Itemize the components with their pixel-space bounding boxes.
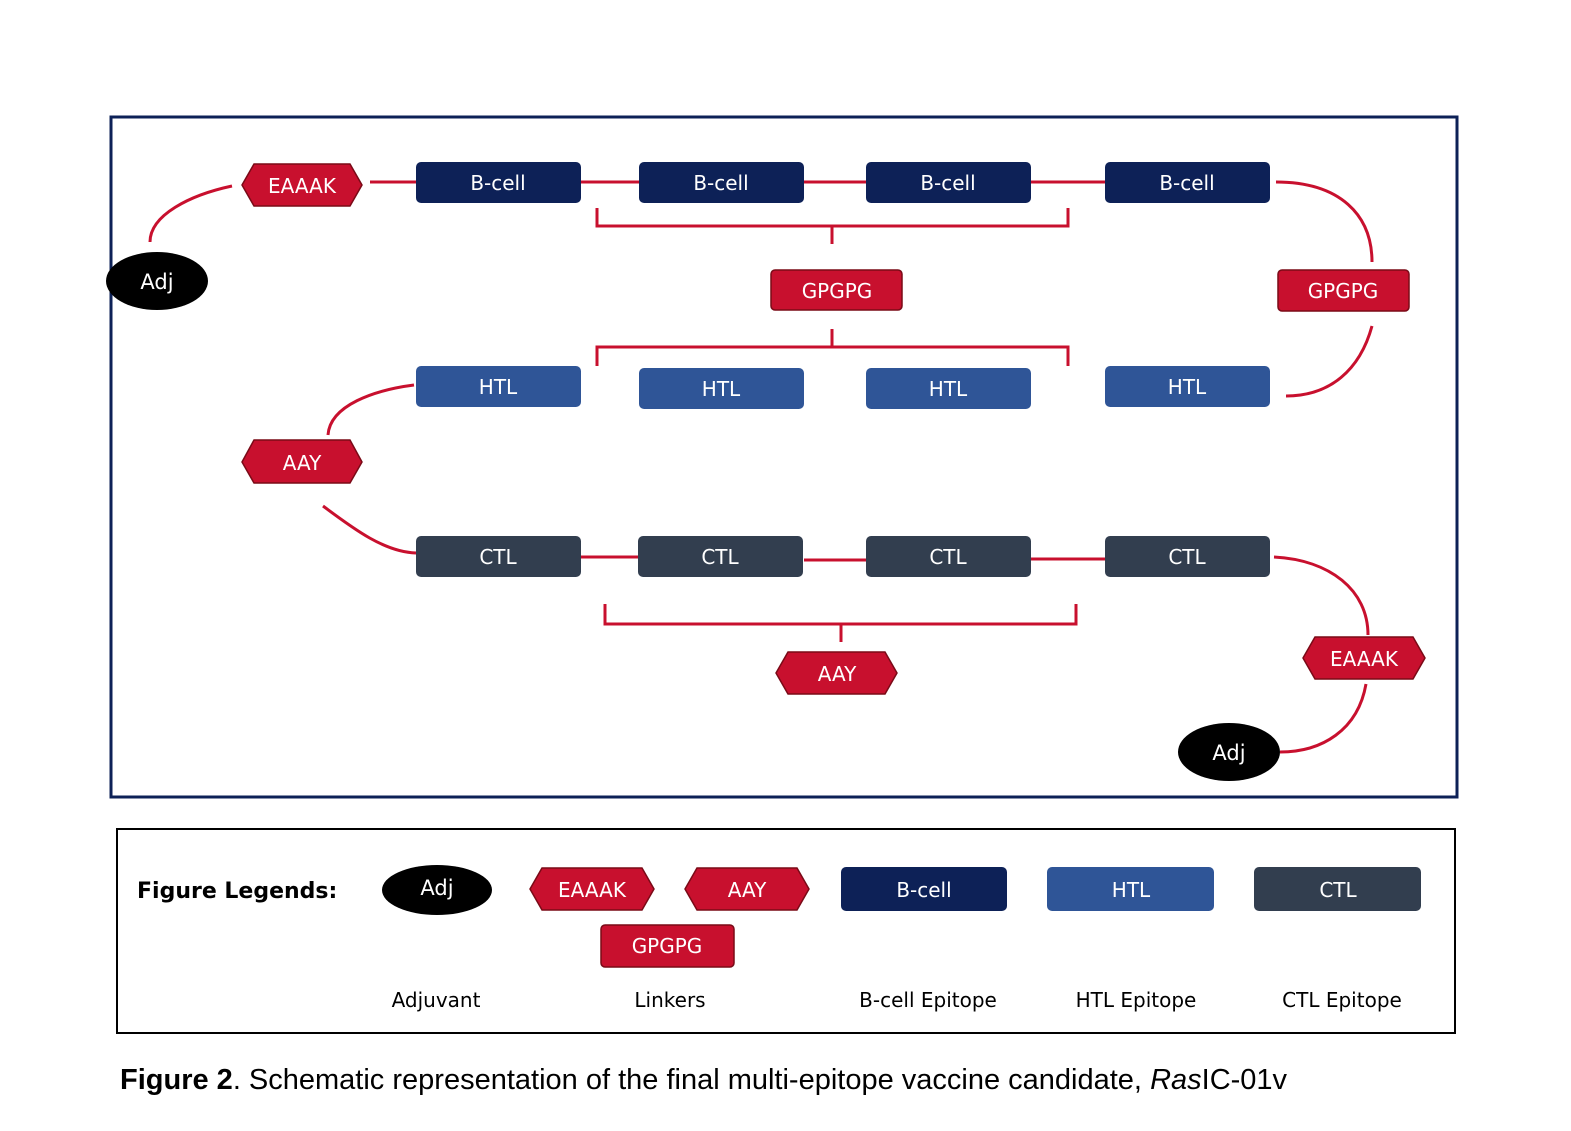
- legend-frame: [116, 828, 1456, 1034]
- htl-epitope-box: [416, 366, 581, 407]
- legend-htl-label: HTL: [1112, 878, 1151, 902]
- figure-caption: Figure 2. Schematic representation of th…: [120, 1064, 1520, 1097]
- bcell-epitope-box: [416, 162, 581, 203]
- htl-epitope-label: HTL: [479, 375, 518, 399]
- connector-adj-eaaak: [148, 184, 233, 243]
- legend-caption-bcell: B-cell Epitope: [859, 988, 997, 1012]
- legend-caption-adjuvant: Adjuvant: [392, 988, 481, 1012]
- linker-eaaak-end: EAAAK: [1302, 636, 1426, 680]
- htl-epitope-label: HTL: [1168, 375, 1207, 399]
- bcell-epitope-label: B-cell: [470, 171, 525, 195]
- figure-caption-text: . Schematic representation of the final …: [232, 1064, 1151, 1096]
- legend-gpgpg-label: GPGPG: [632, 934, 703, 958]
- linker-hexagon-icon: [241, 439, 363, 484]
- linker-label: AAY: [283, 451, 322, 475]
- legend-adjuvant-icon: [382, 865, 492, 915]
- connector-lines: [148, 180, 1374, 754]
- htl-epitope-label: HTL: [702, 377, 741, 401]
- ctl-row: CTL CTL CTL CTL: [416, 536, 1270, 577]
- connector-eaaak-adj: [1279, 683, 1368, 754]
- linker-aay-left: AAY: [241, 439, 363, 484]
- figure-caption-suffix: IC-01v: [1201, 1064, 1288, 1096]
- bcell-row: B-cell B-cell B-cell B-cell: [416, 162, 1270, 203]
- adjuvant-icon: [1178, 723, 1280, 781]
- ctl-epitope-box: [1105, 536, 1270, 577]
- bcell-epitope-label: B-cell: [920, 171, 975, 195]
- legend-ctl-label: CTL: [1319, 878, 1357, 902]
- linker-aay-center: AAY: [775, 651, 898, 695]
- legend-ctl-box: [1254, 867, 1421, 911]
- legend-caption-htl: HTL Epitope: [1076, 988, 1197, 1012]
- linker-eaaak-start: EAAAK: [241, 163, 363, 207]
- ctl-epitope-label: CTL: [701, 545, 739, 569]
- adjuvant-start: Adj: [106, 252, 208, 310]
- htl-row: HTL HTL HTL HTL: [416, 366, 1270, 409]
- ctl-epitope-label: CTL: [929, 545, 967, 569]
- adjuvant-label: Adj: [1212, 741, 1245, 765]
- legend-caption-ctl: CTL Epitope: [1282, 988, 1402, 1012]
- legend-bcell-box: [841, 867, 1007, 911]
- linker-label: GPGPG: [1308, 279, 1379, 303]
- htl-epitope-box: [639, 368, 804, 409]
- legend-eaaak-label: EAAAK: [558, 878, 627, 902]
- linker-rect-icon: [770, 269, 903, 311]
- linker-rect-icon: [1277, 269, 1410, 312]
- bcell-epitope-label: B-cell: [1159, 171, 1214, 195]
- linker-label: AAY: [818, 662, 857, 686]
- linker-label: EAAAK: [1330, 647, 1399, 671]
- bcell-epitope-box: [639, 162, 804, 203]
- figure-legend: Figure Legends: Adj EAAAK AAY GPGPG B-ce…: [116, 828, 1456, 1034]
- figure-caption-italic: Ras: [1150, 1064, 1202, 1096]
- legend-gpgpg-rect-icon: [600, 924, 735, 968]
- legend-title: Figure Legends:: [137, 879, 337, 904]
- connector-htl1-aay: [326, 383, 415, 436]
- bcell-epitope-box: [866, 162, 1031, 203]
- figure-caption-label: Figure 2: [120, 1064, 233, 1096]
- ctl-epitope-label: CTL: [479, 545, 517, 569]
- htl-epitope-label: HTL: [929, 377, 968, 401]
- bcell-epitope-box: [1105, 162, 1270, 203]
- legend-adj-label: Adj: [420, 876, 453, 900]
- linker-label: EAAAK: [268, 174, 337, 198]
- brace-bcell: [595, 208, 1070, 244]
- bcell-epitope-label: B-cell: [693, 171, 748, 195]
- linker-label: GPGPG: [802, 279, 873, 303]
- connector-aay-ctl1: [322, 504, 417, 555]
- adjuvant-icon: [106, 252, 208, 310]
- linker-hexagon-icon: [775, 651, 898, 695]
- linker-gpgpg-right: GPGPG: [1277, 269, 1410, 312]
- ctl-epitope-box: [416, 536, 581, 577]
- brace-ctl: [603, 604, 1078, 642]
- legend-htl-box: [1047, 867, 1214, 911]
- htl-epitope-box: [1105, 366, 1270, 407]
- legend-eaaak-hexagon-icon: [529, 867, 655, 911]
- legend-caption-linkers: Linkers: [634, 988, 705, 1012]
- linker-hexagon-icon: [241, 163, 363, 207]
- connector-bcell4-gpgpg: [1275, 180, 1374, 263]
- htl-epitope-box: [866, 368, 1031, 409]
- diagram-frame: [109, 115, 1459, 799]
- linker-gpgpg-center: GPGPG: [770, 269, 903, 311]
- ctl-epitope-box: [638, 536, 803, 577]
- adjuvant-label: Adj: [140, 270, 173, 294]
- connector-ctl4-eaaak: [1273, 555, 1370, 636]
- legend-aay-hexagon-icon: [684, 867, 810, 911]
- adjuvant-end: Adj: [1178, 723, 1280, 781]
- connector-gpgpg-htl4: [1285, 325, 1374, 398]
- ctl-epitope-box: [866, 536, 1031, 577]
- brace-htl: [595, 329, 1070, 366]
- legend-aay-label: AAY: [728, 878, 767, 902]
- ctl-epitope-label: CTL: [1168, 545, 1206, 569]
- legend-bcell-label: B-cell: [896, 878, 951, 902]
- linker-hexagon-icon: [1302, 636, 1426, 680]
